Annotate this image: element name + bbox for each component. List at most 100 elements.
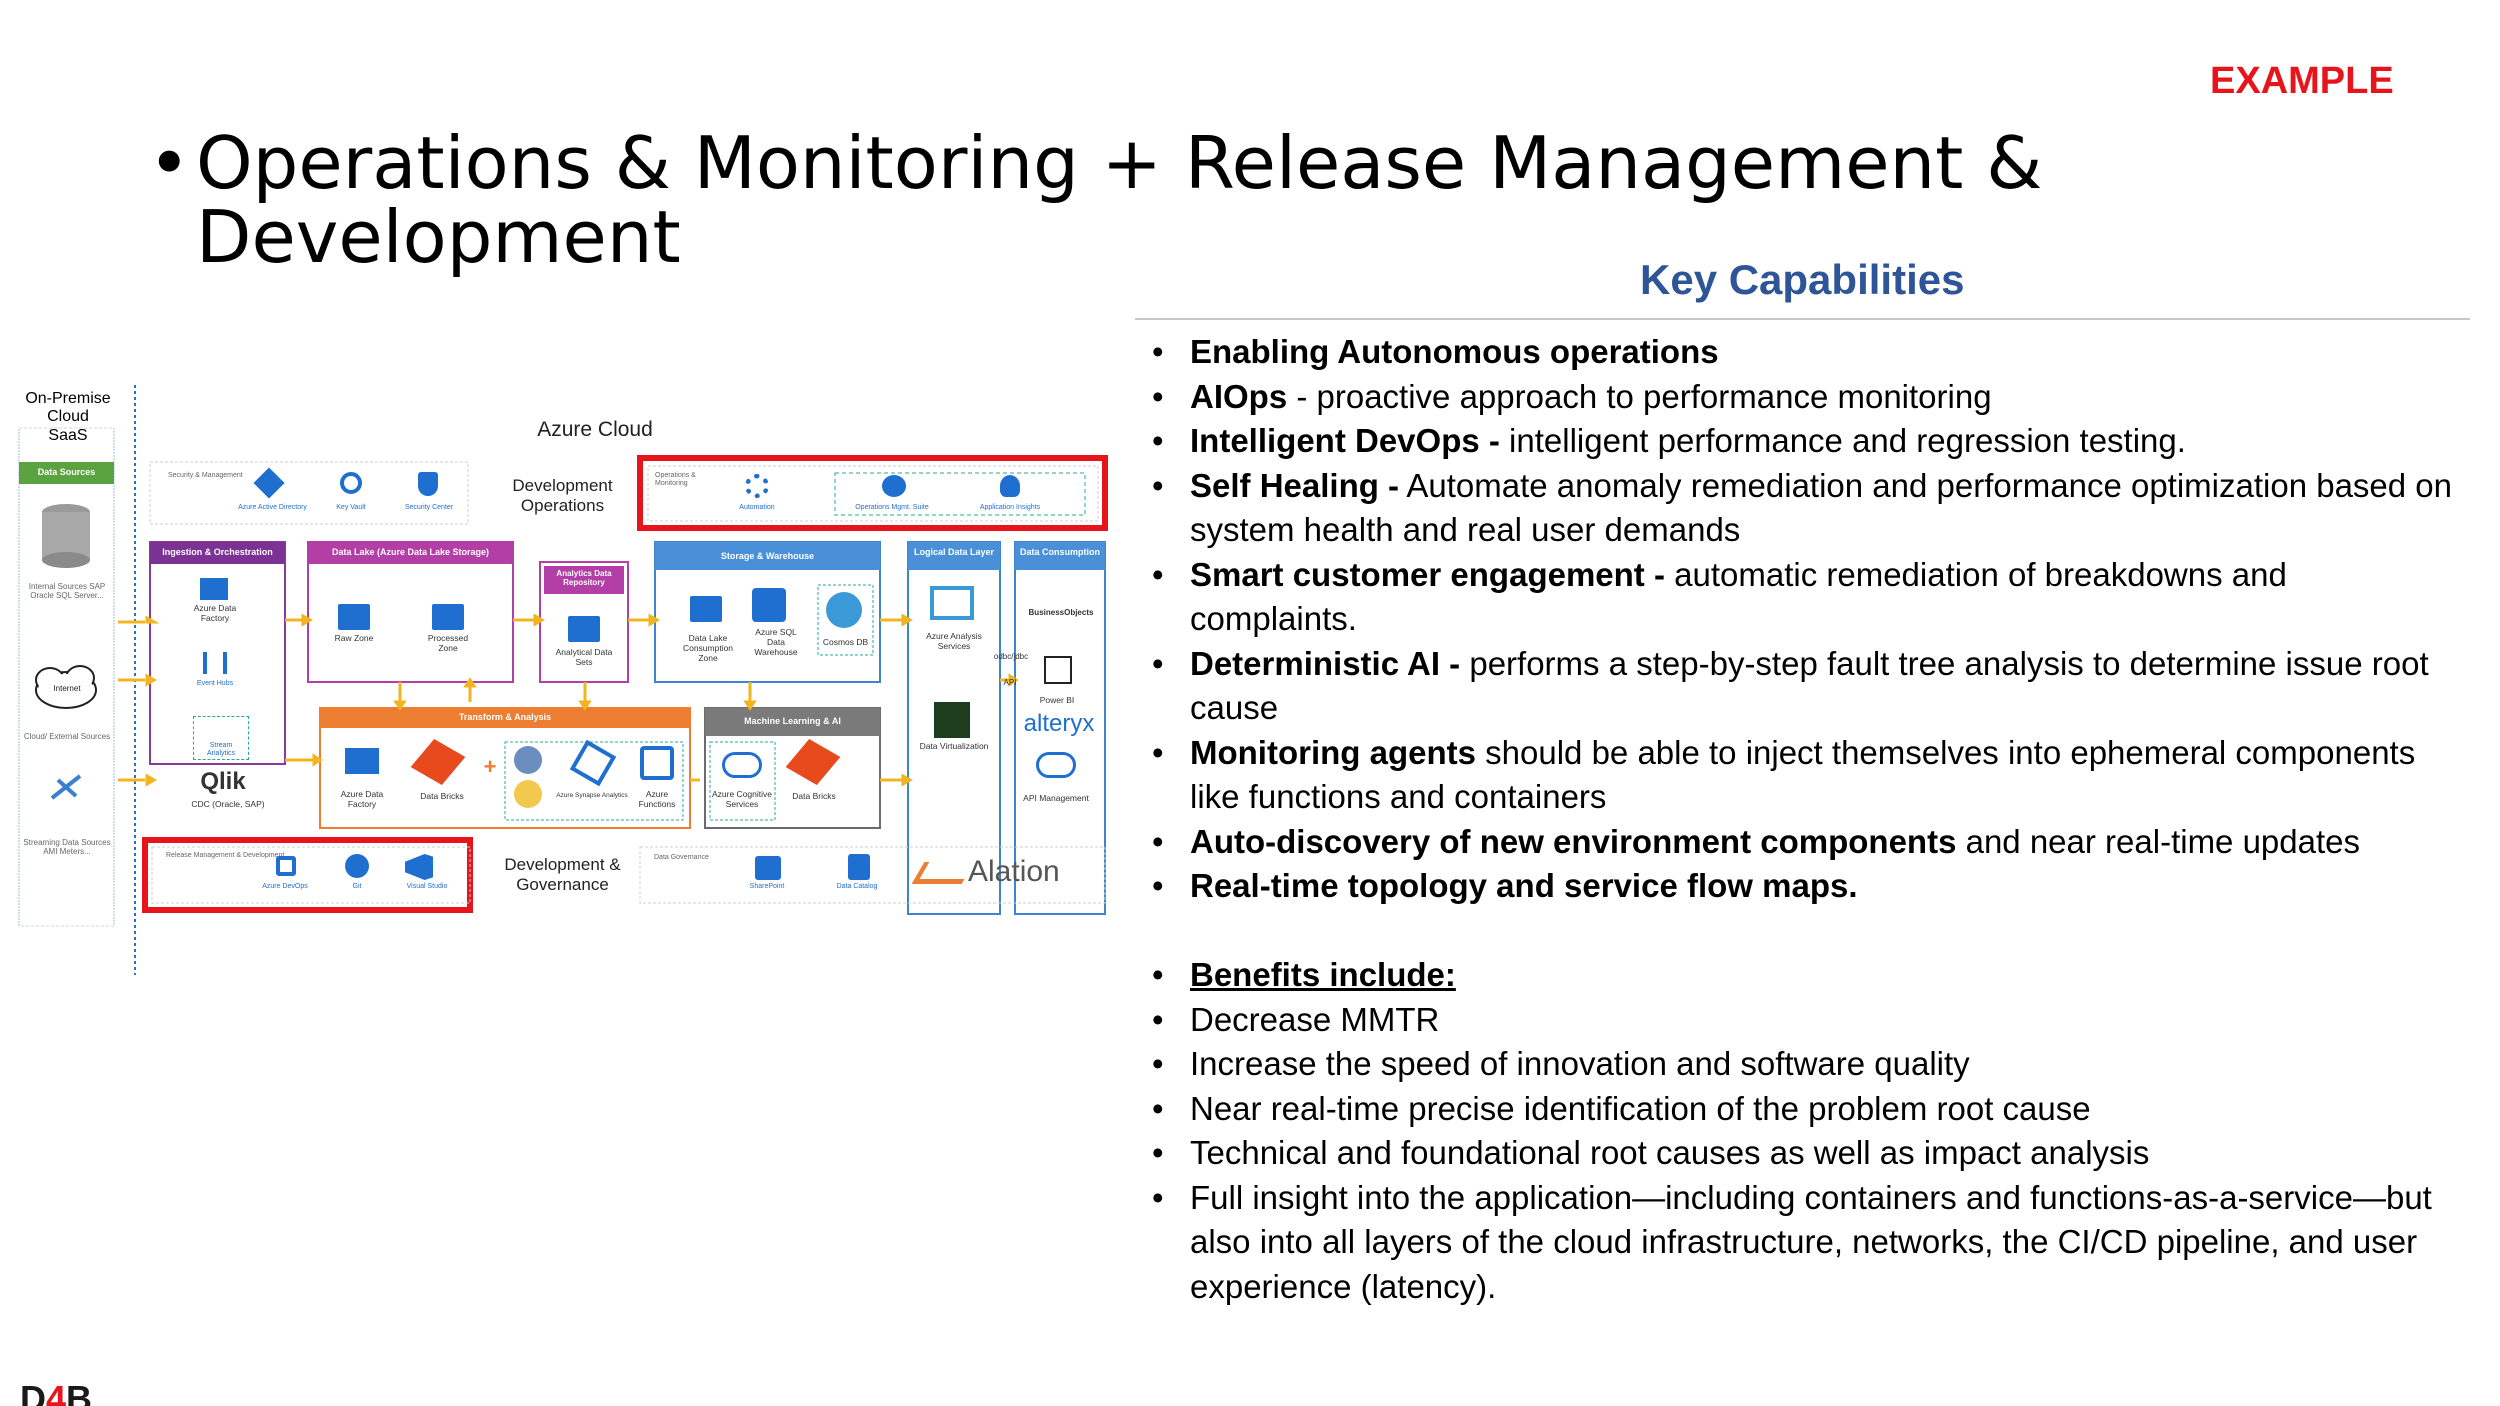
capability-item: Deterministic AI - performs a step-by-st… — [1150, 642, 2460, 731]
dev-governance-label: Development & Governance — [504, 855, 621, 894]
analytics-repo-header: Analytics Data Repository — [556, 569, 612, 587]
synapse-label: Azure Synapse Analytics — [556, 792, 628, 799]
internet-label: Internet — [53, 684, 81, 693]
event-hubs-label: Event Hubs — [196, 680, 234, 687]
apim-label: API Management — [1023, 793, 1089, 803]
diagram-canvas — [18, 385, 1108, 975]
internal-sources-label: Internal Sources SAP Oracle SQL Server..… — [28, 582, 106, 601]
consumption-zone-label: Data Lake Consumption Zone — [682, 633, 734, 663]
alation-logo: Alation — [968, 855, 1060, 888]
release-label: Release Management & Development — [166, 852, 285, 859]
analytics-repo-header-bg — [544, 566, 624, 594]
capability-item: Enabling Autonomous operations — [1150, 330, 2460, 375]
logical-header-bg — [908, 542, 1000, 570]
folder-icon — [338, 604, 370, 630]
ml-header-bg — [705, 708, 880, 736]
api-management-icon — [1036, 752, 1076, 778]
example-label: EXAMPLE — [2210, 60, 2394, 102]
cosmos-label: Cosmos DB — [822, 637, 869, 647]
transform-header: Transform & Analysis — [458, 712, 552, 722]
qlik-logo: Qlik — [200, 768, 246, 795]
capability-item: Smart customer engagement - automatic re… — [1150, 553, 2460, 642]
businessobjects-logo: BusinessObjects — [1028, 608, 1094, 617]
functions-label: Azure Functions — [638, 789, 676, 809]
streaming-icon — [50, 774, 82, 800]
stream-analytics-label: Stream Analytics — [206, 742, 235, 758]
warehouse-icon — [752, 588, 786, 622]
database-icon — [42, 504, 90, 568]
azure-cloud-label: Azure Cloud — [537, 418, 653, 441]
shield-icon — [418, 472, 438, 496]
ops-icon-label: Automation — [739, 504, 775, 511]
folder-icon — [432, 604, 464, 630]
consumption-header: Data Consumption — [1020, 547, 1100, 557]
ingestion-adf-label: Azure Data Factory — [193, 603, 237, 623]
aas-label: Azure Analysis Services — [926, 631, 982, 651]
lightbulb-icon — [1000, 475, 1020, 497]
cognitive-dashed — [709, 741, 776, 821]
power-bi-icon — [1044, 656, 1072, 684]
ml-bricks-label: Data Bricks — [792, 791, 836, 801]
powerbi-label: Power BI — [1039, 695, 1075, 705]
alteryx-logo: alteryx — [1023, 710, 1095, 737]
governance-icon-label: SharePoint — [749, 883, 785, 890]
cosmos-icon — [826, 592, 862, 628]
title-text: Operations & Monitoring + Release Manage… — [196, 121, 2043, 279]
release-box — [151, 846, 471, 904]
key-vault-icon — [340, 472, 362, 494]
analysis-services-icon — [930, 586, 974, 620]
benefit-item: Full insight into the application—includ… — [1150, 1176, 2460, 1310]
ops-icon-label: Operations Mgmt. Suite — [855, 504, 929, 511]
data-sources-header: Data Sources — [37, 467, 96, 477]
data-sources-header-bg — [19, 462, 114, 484]
key-capabilities-title: Key Capabilities — [1640, 256, 1965, 303]
benefit-item: Near real-time precise identification of… — [1150, 1087, 2460, 1132]
dev-ops-label: Development Operations — [512, 476, 613, 515]
ingestion-header: Ingestion & Orchestration — [162, 547, 273, 557]
lake-header: Data Lake (Azure Data Lake Storage) — [331, 547, 490, 557]
odbc-label: odbc/jdbc — [993, 652, 1029, 661]
functions-icon — [640, 746, 674, 780]
bullet-list: Enabling Autonomous operations AIOps - p… — [1150, 330, 2460, 1309]
security-icon-label: Azure Active Directory — [238, 504, 307, 511]
governance-icon-label: Data Catalog — [836, 883, 878, 890]
release-icon-label: Git — [352, 883, 362, 890]
stream-analytics-dashed — [193, 716, 249, 760]
capability-item: Monitoring agents should be able to inje… — [1150, 731, 2460, 820]
factory-icon — [345, 748, 379, 774]
capability-item: Intelligent DevOps - intelligent perform… — [1150, 419, 2460, 464]
capability-item: Auto-discovery of new environment compon… — [1150, 820, 2460, 865]
benefit-item: Decrease MMTR — [1150, 998, 2460, 1043]
key-capabilities-divider — [1135, 318, 2470, 320]
security-icon-label: Security Center — [404, 504, 454, 511]
sharepoint-icon — [755, 856, 781, 880]
virtualization-icon — [934, 702, 970, 738]
list-spacer — [1150, 909, 2460, 954]
capability-item: Self Healing - Automate anomaly remediat… — [1150, 464, 2460, 553]
virt-label: Data Virtualization — [919, 741, 989, 751]
r-language-icon — [514, 746, 542, 774]
external-sources-label: Cloud/ External Sources — [23, 732, 111, 741]
lake-header-bg — [308, 542, 513, 564]
streaming-sources-label: Streaming Data Sources AMI Meters... — [23, 838, 111, 857]
ml-header: Machine Learning & AI — [744, 716, 841, 726]
security-icon-label: Key Vault — [336, 504, 366, 511]
security-label: Security & Management — [168, 472, 243, 479]
folder-icon — [690, 596, 722, 622]
logical-header: Logical Data Layer — [913, 547, 995, 557]
storage-header: Storage & Warehouse — [720, 551, 815, 561]
factory-icon — [200, 578, 228, 600]
transform-bricks-label: Data Bricks — [420, 791, 464, 801]
raw-zone-label: Raw Zone — [334, 633, 374, 643]
consumption-header-bg — [1015, 542, 1105, 570]
analytics-sets-label: Analytical Data Sets — [555, 647, 613, 667]
ops-suite-icon — [882, 475, 906, 497]
title-bullet: • — [148, 121, 191, 205]
governance-box — [639, 846, 1106, 904]
automation-icon — [745, 474, 769, 498]
benefits-title: Benefits include: — [1150, 953, 2460, 998]
transform-adf-label: Azure Data Factory — [340, 789, 384, 809]
consumption-box — [1014, 541, 1106, 915]
sqldw-label: Azure SQL Data Warehouse — [754, 627, 798, 657]
